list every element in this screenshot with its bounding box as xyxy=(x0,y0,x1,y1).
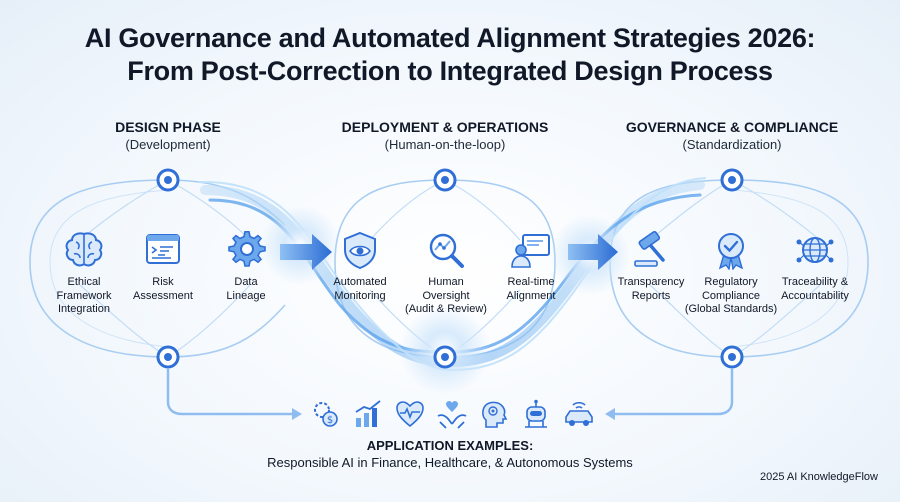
node-dot xyxy=(720,345,744,369)
item-label: Transparency Reports xyxy=(617,276,685,302)
phase-title: GOVERNANCE & COMPLIANCE xyxy=(625,119,839,135)
page-title: AI Governance and Automated Alignment St… xyxy=(0,22,900,88)
bar-growth-icon xyxy=(355,400,381,427)
globe-network-icon xyxy=(796,237,834,263)
item-data-lineage: Data Lineage xyxy=(196,230,296,303)
node-dot xyxy=(433,168,457,192)
connector-arrowhead xyxy=(605,408,615,420)
item-label: Traceability & Accountability xyxy=(781,276,849,302)
node-dot xyxy=(156,345,180,369)
phase-heading-design: DESIGN PHASE (Development) xyxy=(38,118,298,154)
item-label: Automated Monitoring xyxy=(333,276,387,302)
brain-icon xyxy=(65,232,103,267)
item-label: Regulatory Compliance (Global Standards) xyxy=(684,276,778,315)
applications-subtitle: Responsible AI in Finance, Healthcare, &… xyxy=(267,455,633,470)
title-line-2: From Post-Correction to Integrated Desig… xyxy=(127,56,773,86)
phase-title: DEPLOYMENT & OPERATIONS xyxy=(341,119,549,135)
connector-arrowhead xyxy=(292,408,302,420)
item-label: Real-time Alignment xyxy=(506,276,556,302)
phase-subtitle: (Human-on-the-loop) xyxy=(384,137,506,152)
finance-gear-icon: $ xyxy=(314,402,338,427)
phase-heading-deployment: DEPLOYMENT & OPERATIONS (Human-on-the-lo… xyxy=(315,118,575,154)
autonomous-car-icon xyxy=(565,401,593,426)
applications-title: APPLICATION EXAMPLES: xyxy=(366,438,534,453)
phase-subtitle: (Development) xyxy=(125,137,211,152)
item-label: Human Oversight (Audit & Review) xyxy=(405,276,487,315)
item-transparency-reports: Transparency Reports xyxy=(601,230,701,303)
phase-title: DESIGN PHASE xyxy=(115,119,221,135)
magnifier-chart-icon xyxy=(429,233,464,268)
title-line-1: AI Governance and Automated Alignment St… xyxy=(84,23,816,53)
item-human-oversight: Human Oversight (Audit & Review) xyxy=(396,230,496,317)
connector-nodes xyxy=(156,168,744,369)
item-regulatory-compliance: Regulatory Compliance (Global Standards) xyxy=(681,230,781,317)
application-icons-row: $ xyxy=(300,398,600,434)
footer-credit: 2025 AI KnowledgeFlow xyxy=(759,471,878,483)
hands-care-icon xyxy=(437,401,467,429)
item-risk-assessment: Risk Assessment xyxy=(113,230,213,303)
item-ethical-framework: Ethical Framework Integration xyxy=(34,230,134,317)
person-screen-icon xyxy=(511,234,550,268)
heart-pulse-icon xyxy=(396,401,424,428)
phase-arrow-1 xyxy=(280,234,332,270)
bottom-connectors xyxy=(166,368,734,416)
item-traceability: Traceability & Accountability xyxy=(765,230,865,303)
item-realtime-alignment: Real-time Alignment xyxy=(481,230,581,303)
item-label: Data Lineage xyxy=(226,276,266,302)
award-badge-icon xyxy=(718,233,744,270)
node-dot xyxy=(433,345,457,369)
node-dot xyxy=(720,168,744,192)
item-automated-monitoring: Automated Monitoring xyxy=(310,230,410,303)
ai-head-icon xyxy=(482,401,508,428)
robot-icon xyxy=(525,399,547,428)
code-window-icon xyxy=(146,234,180,264)
item-label: Risk Assessment xyxy=(133,276,193,302)
node-dot xyxy=(156,168,180,192)
svg-text:$: $ xyxy=(327,415,333,426)
phase-subtitle: (Standardization) xyxy=(682,137,782,152)
phase-arrow-2 xyxy=(568,234,618,270)
phase-heading-governance: GOVERNANCE & COMPLIANCE (Standardization… xyxy=(602,118,862,154)
gear-icon xyxy=(228,231,266,267)
gavel-icon xyxy=(634,230,665,267)
shield-eye-icon xyxy=(344,231,376,270)
item-label: Ethical Framework Integration xyxy=(56,276,112,315)
